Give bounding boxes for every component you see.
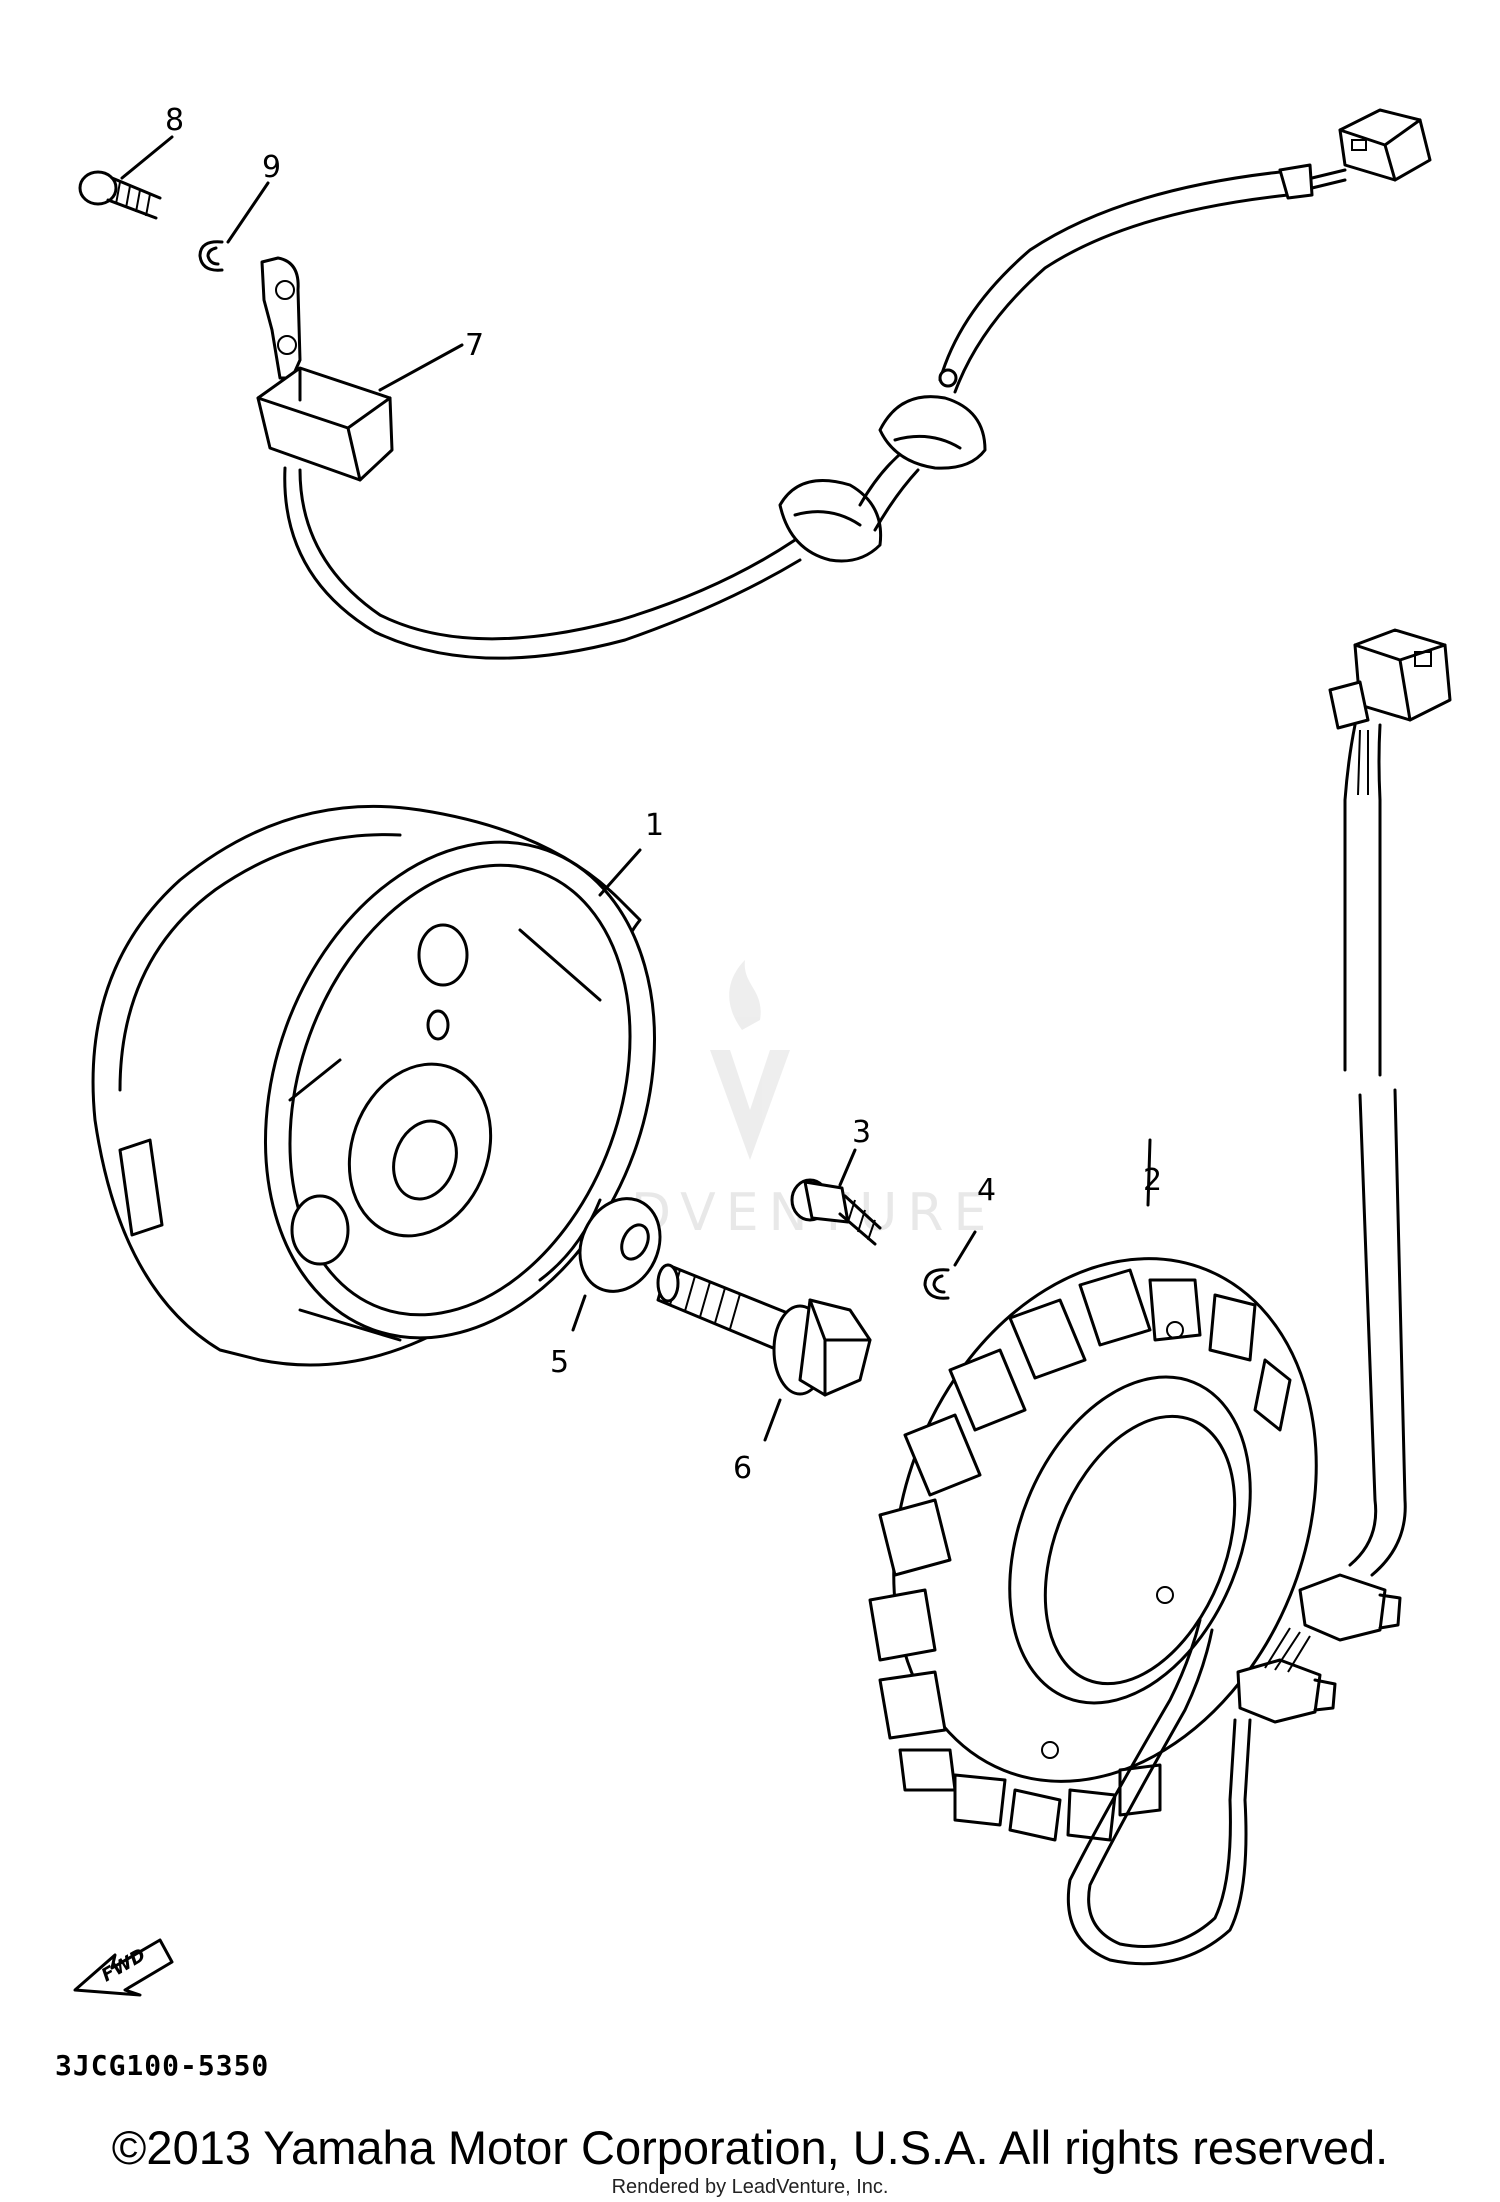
fwd-arrow-icon: FWD bbox=[73, 1938, 174, 1997]
callout-2: 2 bbox=[1143, 1163, 1162, 1198]
callout-7: 7 bbox=[465, 328, 484, 363]
callout-4: 4 bbox=[977, 1173, 996, 1208]
callout-1: 1 bbox=[645, 808, 664, 843]
callouts: 1 2 3 4 5 6 7 8 9 bbox=[165, 103, 1162, 1486]
copyright-notice: ©2013 Yamaha Motor Corporation, U.S.A. A… bbox=[111, 2121, 1389, 2174]
leader-9 bbox=[226, 181, 270, 244]
lockwasher-part-4 bbox=[923, 1230, 977, 1300]
screw-part-8 bbox=[78, 170, 162, 220]
rendered-by-notice: Rendered by LeadVenture, Inc. bbox=[611, 2176, 889, 2198]
callout-6: 6 bbox=[733, 1451, 752, 1486]
stator-part-2 bbox=[868, 1138, 1318, 1966]
washer-part-5 bbox=[571, 1197, 662, 1332]
leader-7 bbox=[378, 343, 464, 392]
diagram-code: 3JCG100-5350 bbox=[55, 2049, 269, 2082]
rotor-part-1 bbox=[91, 804, 656, 1367]
screw-part-3 bbox=[790, 1148, 882, 1246]
callout-3: 3 bbox=[852, 1115, 871, 1150]
callout-9: 9 bbox=[262, 150, 281, 185]
stator-harness bbox=[1236, 628, 1452, 1724]
callout-5: 5 bbox=[550, 1345, 569, 1380]
callout-8: 8 bbox=[165, 103, 184, 138]
leader-8 bbox=[120, 135, 174, 180]
pickup-coil-assembly bbox=[256, 108, 1432, 660]
bolt-part-6 bbox=[656, 1263, 872, 1442]
washer-part-9 bbox=[198, 240, 224, 272]
